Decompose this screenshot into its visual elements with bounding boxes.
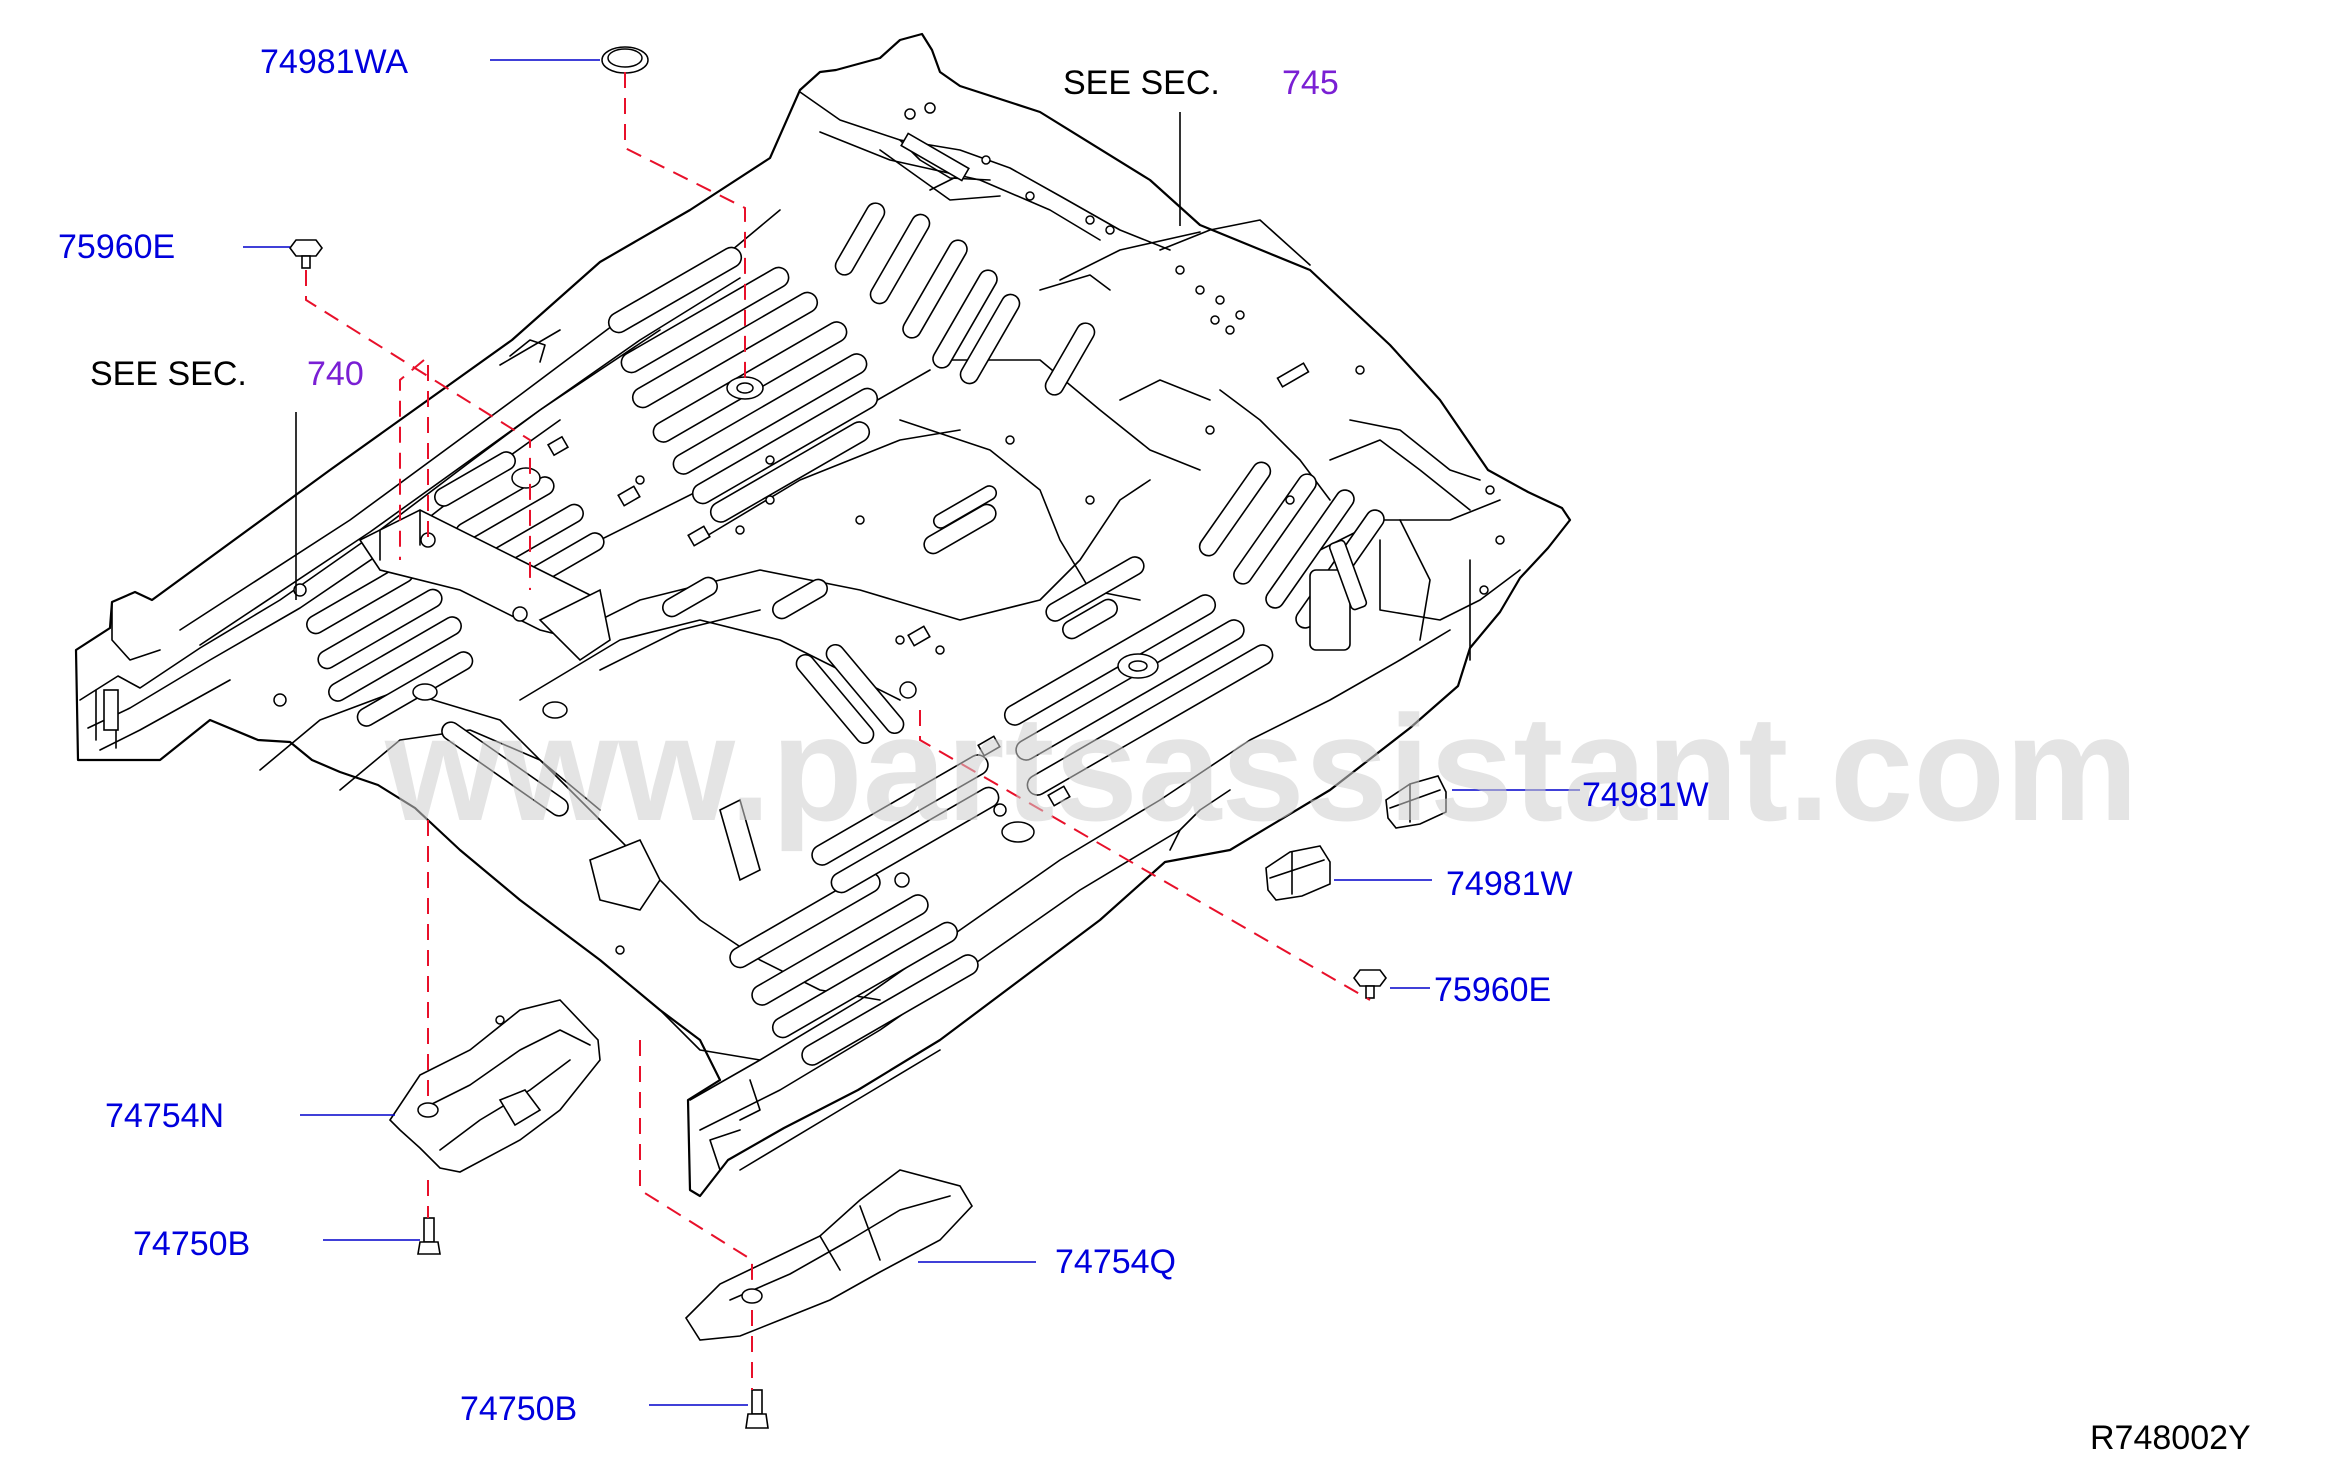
see-section-745: SEE SEC. 745 [1063, 64, 1339, 102]
rib-group-right [1198, 461, 1385, 651]
callout-leaders [243, 59, 1580, 1406]
callout-part-number: 74981W [1446, 865, 1573, 903]
part-74981w-clip-lower [1265, 845, 1331, 901]
figure-code: R748002Y [2090, 1419, 2251, 1457]
part-74750b-bolt-left [417, 1217, 441, 1255]
see-section-number: 740 [307, 355, 364, 393]
watermark-text: www.partsassistant.com [384, 684, 2138, 852]
part-74754n-cover [388, 999, 601, 1173]
see-section-740: SEE SEC. 740 [90, 355, 364, 393]
callout-part-number: 74981W [1582, 776, 1709, 814]
part-75960e-clip-lower [1353, 969, 1387, 999]
see-section-number: 745 [1282, 64, 1339, 102]
callout-part-number: 75960E [1434, 971, 1551, 1009]
see-section-label: SEE SEC. [90, 355, 247, 393]
callout-part-number: 75960E [58, 228, 175, 266]
callout-part-number: 74754Q [1055, 1243, 1176, 1281]
part-74981wa-plug [601, 46, 649, 74]
part-74754q-cover [684, 1169, 973, 1341]
floor-panel-drawing [74, 32, 1572, 1198]
rib-group-front [834, 202, 1096, 396]
dashed-leaders [305, 72, 1371, 1390]
part-74981w-clip-upper [1385, 775, 1447, 829]
part-75960e-clip-upper [289, 239, 323, 269]
part-74750b-bolt-right [745, 1389, 769, 1429]
rib-group-middle [662, 485, 1274, 796]
callout-part-number: 74981WA [260, 43, 408, 81]
rib-group-lower [729, 643, 1000, 1066]
callout-part-number: 74754N [105, 1097, 224, 1135]
callout-part-number: 74750B [133, 1225, 250, 1263]
see-section-label: SEE SEC. [1063, 64, 1220, 102]
callout-part-number: 74750B [460, 1390, 577, 1428]
